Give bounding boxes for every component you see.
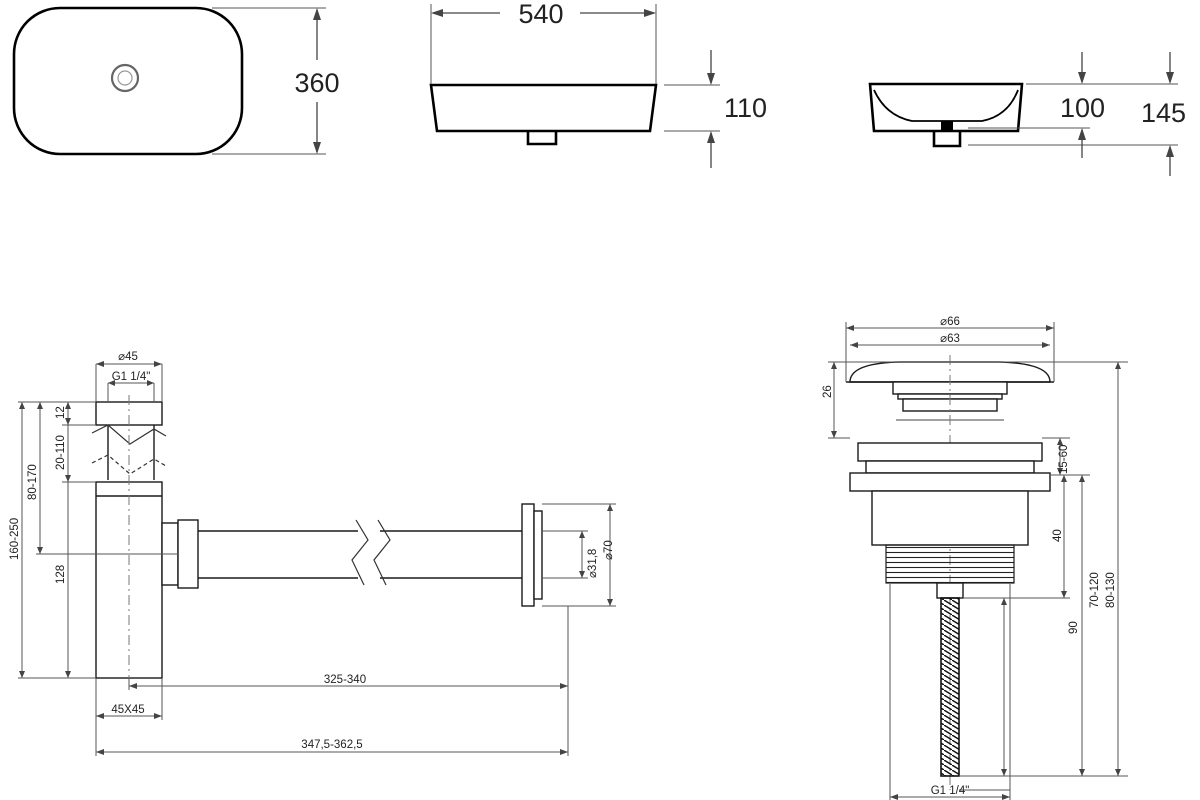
basin-side-drain — [941, 121, 953, 131]
dim-siphon-thread: G1 1/4" — [112, 371, 151, 383]
dim-drain-thread: G1 1/4" — [931, 785, 970, 797]
drain-nut — [936, 582, 964, 599]
dim-depth-top-view: 360 — [294, 68, 339, 98]
dim-drain-stem-length: 90 — [1068, 621, 1080, 634]
drain-flange — [849, 472, 1051, 492]
dim-drain-gap: 15-60 — [1058, 445, 1070, 474]
drain-dimensions: ⌀66 ⌀63 26 15-60 40 70-120 — [822, 316, 1128, 800]
basin-side-outlet — [932, 131, 962, 148]
dim-drain-range-2: 80-130 — [1105, 572, 1117, 608]
dim-siphon-total-height: 160-250 — [9, 518, 21, 560]
drain-hole-inner-icon — [117, 70, 133, 86]
dim-siphon-body-height: 128 — [55, 565, 67, 584]
dim-total-height: 145 — [1141, 98, 1186, 128]
dim-length: 540 — [518, 0, 563, 29]
drain-screw — [940, 597, 960, 777]
dim-drain-body-height: 40 — [1052, 529, 1064, 542]
dim-siphon-body-section: 45X45 — [111, 704, 144, 716]
dim-drain-cap-diameter: ⌀66 — [940, 316, 960, 328]
dim-siphon-adjust-range: 20-110 — [55, 435, 67, 470]
siphon-nut — [177, 519, 199, 589]
dim-drain-cap-height: 26 — [822, 385, 834, 398]
dim-height: 110 — [724, 93, 767, 123]
wall-flange-back — [533, 510, 543, 600]
siphon-break-bottom — [91, 454, 167, 475]
dim-siphon-adjust-upper: 80-170 — [27, 464, 39, 500]
wall-flange — [521, 503, 535, 607]
dim-siphon-cap-height: 12 — [55, 406, 67, 419]
siphon-dimensions: ⌀45 G1 1/4" 12 20-110 80-170 160-250 — [9, 351, 616, 756]
pop-up-drain — [846, 355, 1054, 790]
dim-siphon-total-length: 347,5-362,5 — [301, 739, 362, 751]
basin-front-outlet — [526, 131, 558, 146]
dim-bowl-depth: 100 — [1060, 93, 1105, 123]
basin-front-outline — [429, 83, 658, 133]
pipe-break-right — [373, 519, 391, 586]
drain-thread — [885, 544, 1015, 584]
dim-drain-inner-diameter: ⌀63 — [940, 333, 960, 345]
drain-body — [871, 490, 1029, 546]
basin-outline — [12, 6, 244, 156]
pipe-break-left — [351, 519, 369, 586]
bottle-siphon — [91, 395, 543, 690]
basin-side-view: 100 145 — [868, 52, 1186, 176]
basin-front-view: 540 110 — [429, 0, 767, 168]
dim-siphon-pipe-length: 325-340 — [324, 674, 366, 686]
basin-top-view: 360 — [12, 6, 340, 156]
dim-drain-range-1: 70-120 — [1089, 572, 1101, 608]
drain-flange-mid — [865, 460, 1035, 474]
siphon-break-top — [91, 424, 167, 445]
dim-siphon-cap-diameter: ⌀45 — [118, 351, 138, 363]
drain-flange-top — [857, 442, 1043, 462]
dim-siphon-pipe-diameter: ⌀31,8 — [587, 549, 599, 578]
dim-siphon-flange-diameter: ⌀70 — [603, 540, 615, 560]
